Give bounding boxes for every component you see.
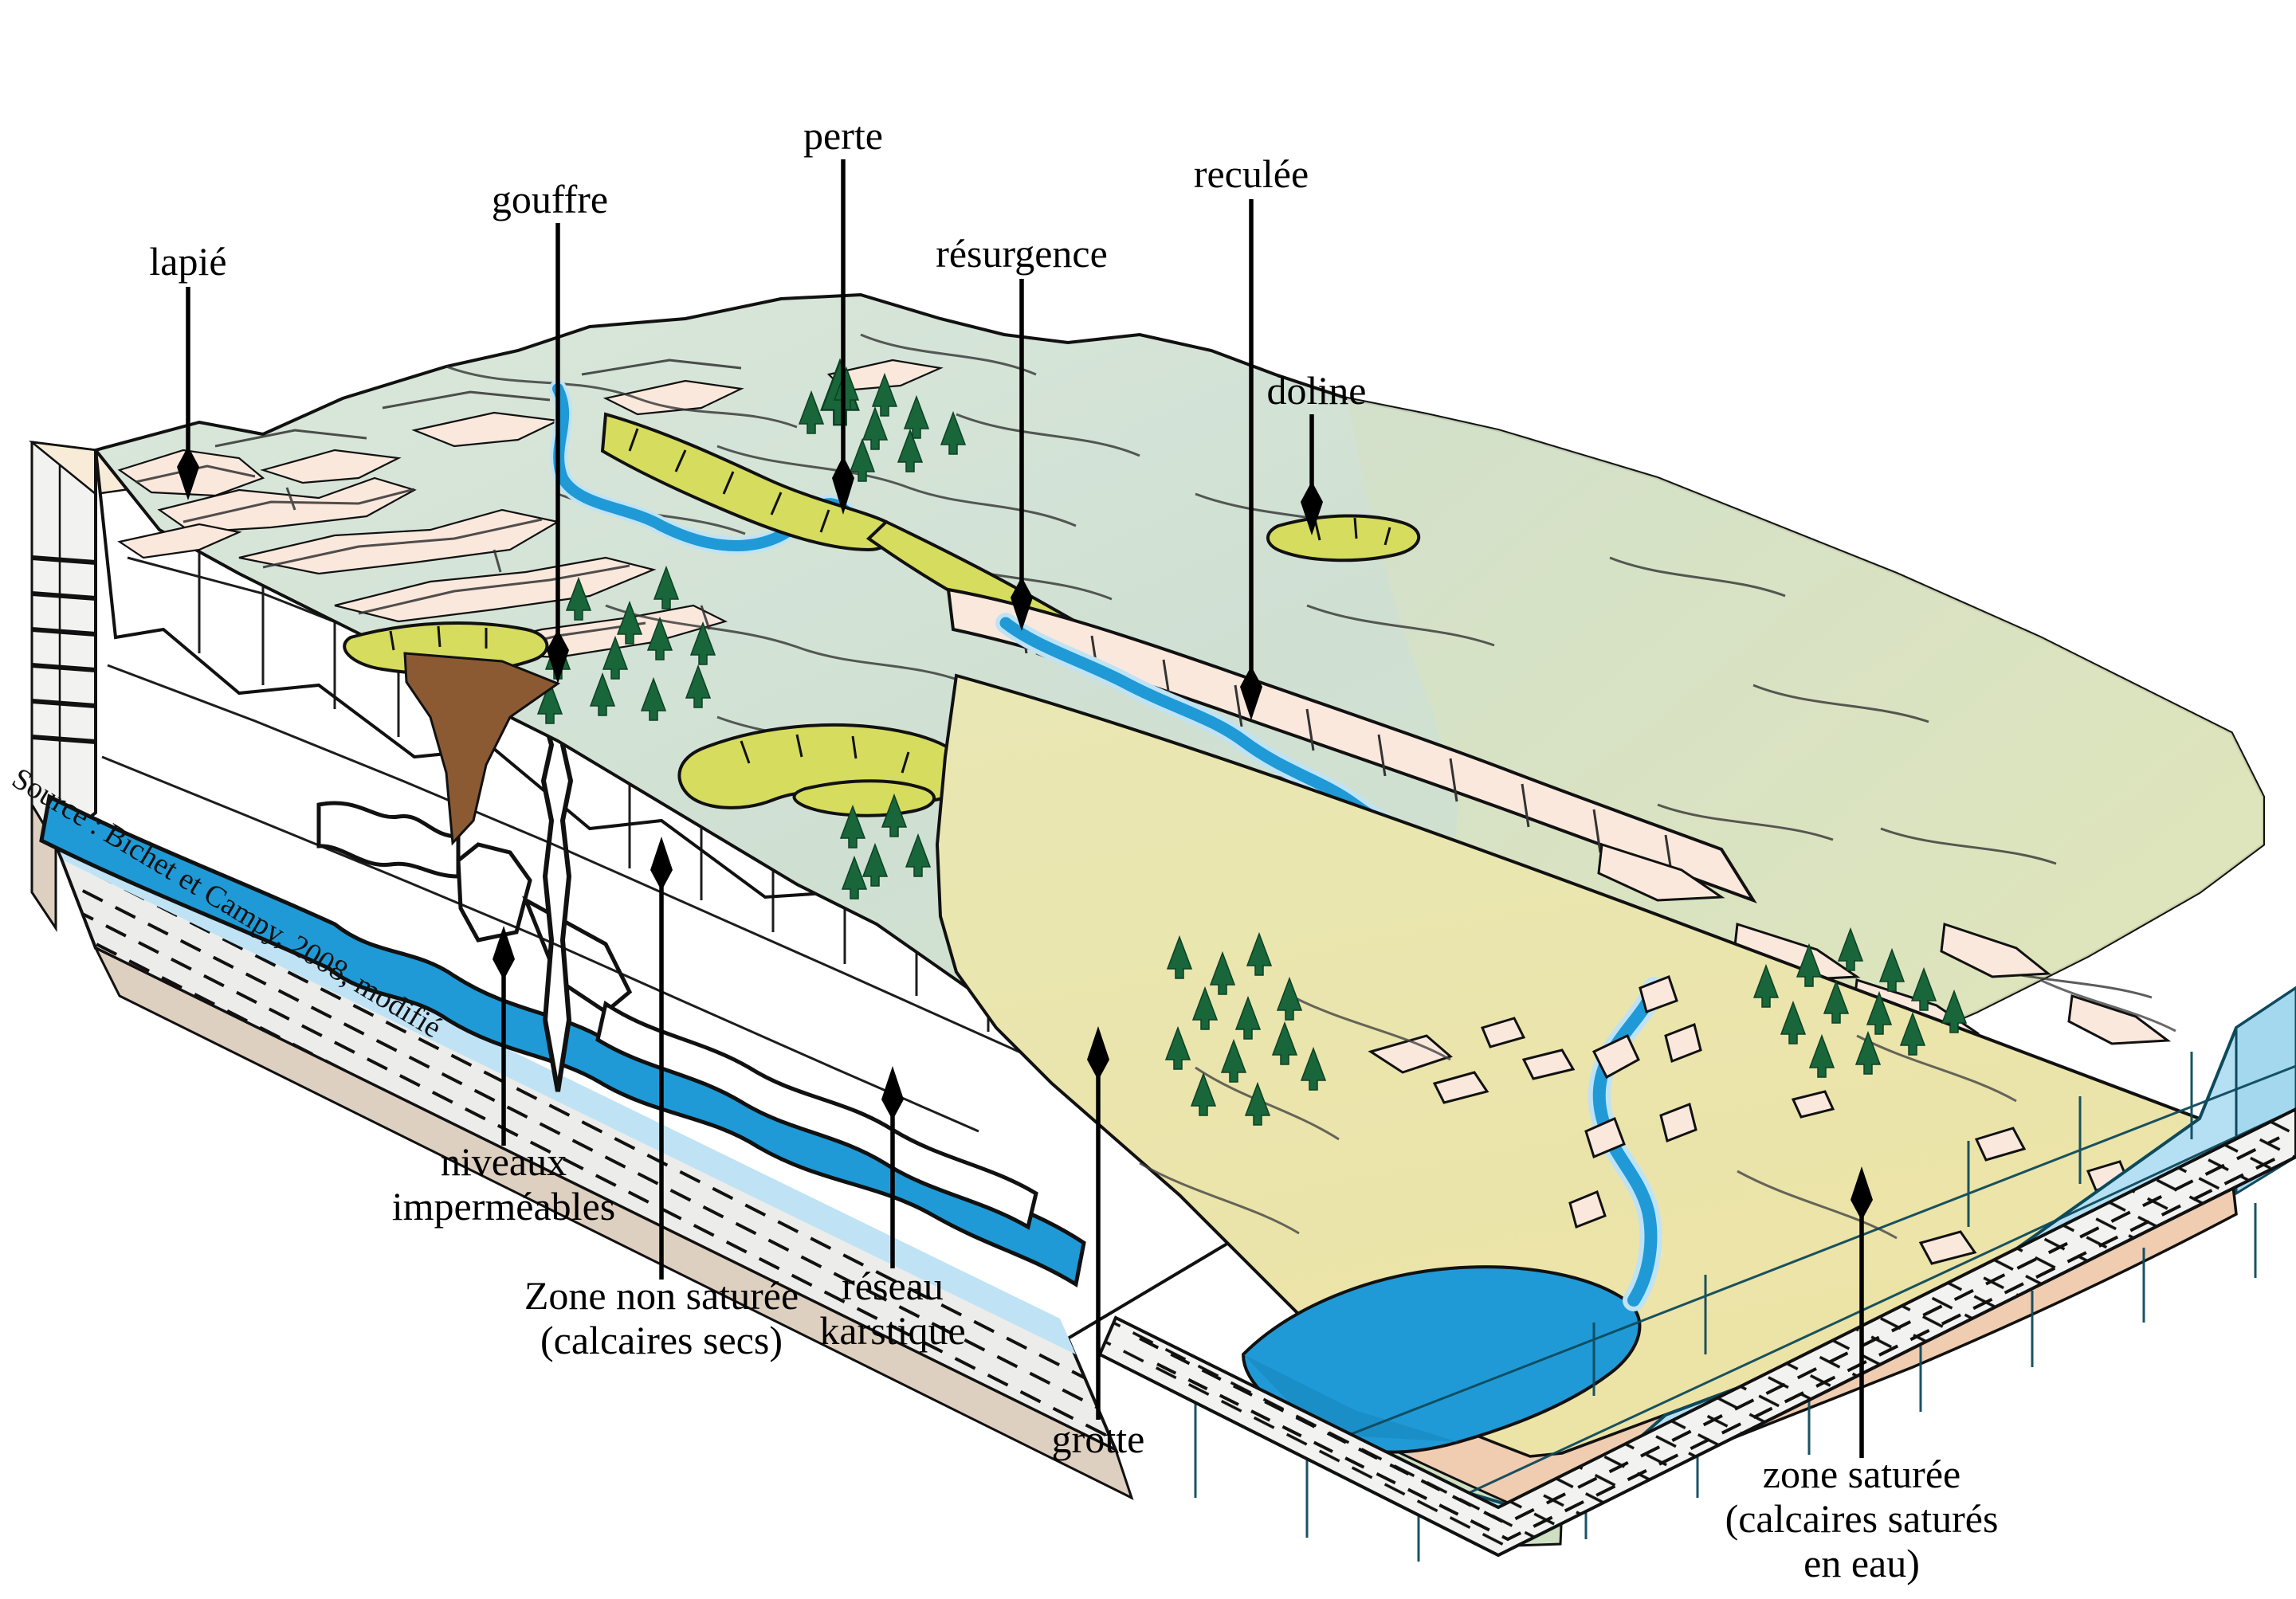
saturated-zone-block bbox=[1097, 986, 2296, 1562]
label-reseau-karstique: réseau karstique bbox=[819, 1264, 965, 1353]
label-zone-non-saturee: Zone non saturée (calcaires secs) bbox=[524, 1273, 799, 1362]
label-reseau-line1: réseau bbox=[842, 1264, 944, 1308]
label-zns-line2: (calcaires secs) bbox=[540, 1318, 783, 1362]
label-doline: doline bbox=[1266, 368, 1367, 413]
cave-infill bbox=[403, 652, 561, 846]
label-zs-line1: zone saturée bbox=[1762, 1452, 1961, 1496]
label-niveaux-impermeables: niveaux imperméables bbox=[392, 1139, 615, 1229]
label-zs-line2: (calcaires saturés bbox=[1725, 1496, 1999, 1541]
label-gouffre: gouffre bbox=[491, 177, 609, 221]
label-reculee: reculée bbox=[1193, 151, 1309, 196]
label-zone-saturee: zone saturée (calcaires saturés en eau) bbox=[1725, 1452, 1999, 1585]
leader-lines bbox=[186, 159, 1864, 1458]
label-reseau-line2: karstique bbox=[819, 1308, 966, 1353]
label-zs-line3: en eau) bbox=[1803, 1541, 1920, 1585]
label-resurgence: résurgence bbox=[936, 231, 1108, 276]
label-niveaux-line2: imperméables bbox=[391, 1184, 616, 1229]
label-perte: perte bbox=[803, 113, 883, 158]
label-zns-line1: Zone non saturée bbox=[524, 1273, 799, 1318]
label-grotte: grotte bbox=[1051, 1417, 1145, 1461]
label-lapie: lapié bbox=[149, 239, 227, 284]
cross-section-left bbox=[28, 421, 1406, 1500]
label-niveaux-line1: niveaux bbox=[440, 1139, 567, 1184]
leader-arrowheads bbox=[177, 446, 1873, 1221]
plateau-surface bbox=[92, 292, 2265, 1547]
